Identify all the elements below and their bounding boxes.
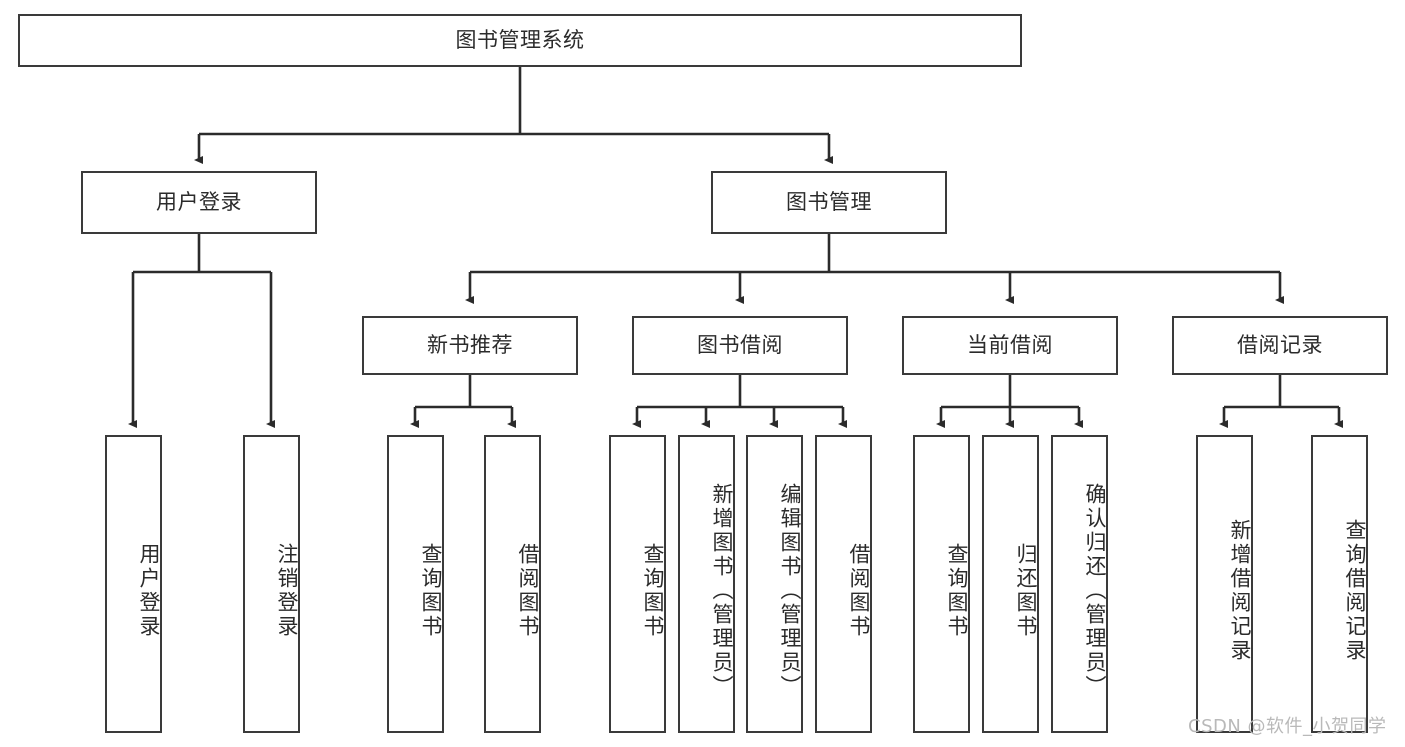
node-leaf-user-logout-label: 注销登录 xyxy=(275,543,299,639)
node-leaf-confirm-return[interactable]: 确认归还（管理员） xyxy=(1051,435,1108,733)
node-borrow-record[interactable]: 借阅记录 xyxy=(1172,316,1388,375)
node-current-borrow-label: 当前借阅 xyxy=(967,332,1053,357)
node-root[interactable]: 图书管理系统 xyxy=(18,14,1022,67)
node-leaf-query-book-1[interactable]: 查询图书 xyxy=(387,435,444,733)
node-leaf-user-login-label: 用户登录 xyxy=(137,543,161,639)
node-book-manage[interactable]: 图书管理 xyxy=(711,171,947,234)
node-leaf-query-record-label: 查询借阅记录 xyxy=(1343,519,1367,663)
node-book-manage-label: 图书管理 xyxy=(786,189,872,214)
node-current-borrow[interactable]: 当前借阅 xyxy=(902,316,1118,375)
node-leaf-edit-book-label: 编辑图书（管理员） xyxy=(778,483,802,699)
node-leaf-return-book-label: 归还图书 xyxy=(1014,543,1038,639)
node-leaf-query-book-3[interactable]: 查询图书 xyxy=(913,435,970,733)
node-leaf-user-logout[interactable]: 注销登录 xyxy=(243,435,300,733)
node-leaf-query-book-3-label: 查询图书 xyxy=(945,543,969,639)
node-book-borrow[interactable]: 图书借阅 xyxy=(632,316,848,375)
node-leaf-borrow-book-2-label: 借阅图书 xyxy=(847,543,871,639)
node-book-borrow-label: 图书借阅 xyxy=(697,332,783,357)
node-leaf-borrow-book-1[interactable]: 借阅图书 xyxy=(484,435,541,733)
node-new-book-recommend[interactable]: 新书推荐 xyxy=(362,316,578,375)
node-leaf-add-record[interactable]: 新增借阅记录 xyxy=(1196,435,1253,733)
watermark: CSDN @软件_小贺同学 xyxy=(1188,716,1387,737)
node-leaf-edit-book[interactable]: 编辑图书（管理员） xyxy=(746,435,803,733)
node-leaf-query-record[interactable]: 查询借阅记录 xyxy=(1311,435,1368,733)
node-leaf-add-book-label: 新增图书（管理员） xyxy=(710,483,734,699)
node-leaf-add-book[interactable]: 新增图书（管理员） xyxy=(678,435,735,733)
node-user-login[interactable]: 用户登录 xyxy=(81,171,317,234)
node-new-book-recommend-label: 新书推荐 xyxy=(427,332,513,357)
node-borrow-record-label: 借阅记录 xyxy=(1237,332,1323,357)
node-leaf-query-book-2[interactable]: 查询图书 xyxy=(609,435,666,733)
node-leaf-confirm-return-label: 确认归还（管理员） xyxy=(1083,483,1107,699)
node-leaf-query-book-2-label: 查询图书 xyxy=(641,543,665,639)
node-leaf-return-book[interactable]: 归还图书 xyxy=(982,435,1039,733)
node-user-login-label: 用户登录 xyxy=(156,189,242,214)
node-leaf-borrow-book-1-label: 借阅图书 xyxy=(516,543,540,639)
node-root-label: 图书管理系统 xyxy=(455,27,585,52)
node-leaf-query-book-1-label: 查询图书 xyxy=(419,543,443,639)
node-leaf-user-login[interactable]: 用户登录 xyxy=(105,435,162,733)
node-leaf-borrow-book-2[interactable]: 借阅图书 xyxy=(815,435,872,733)
node-leaf-add-record-label: 新增借阅记录 xyxy=(1228,519,1252,663)
